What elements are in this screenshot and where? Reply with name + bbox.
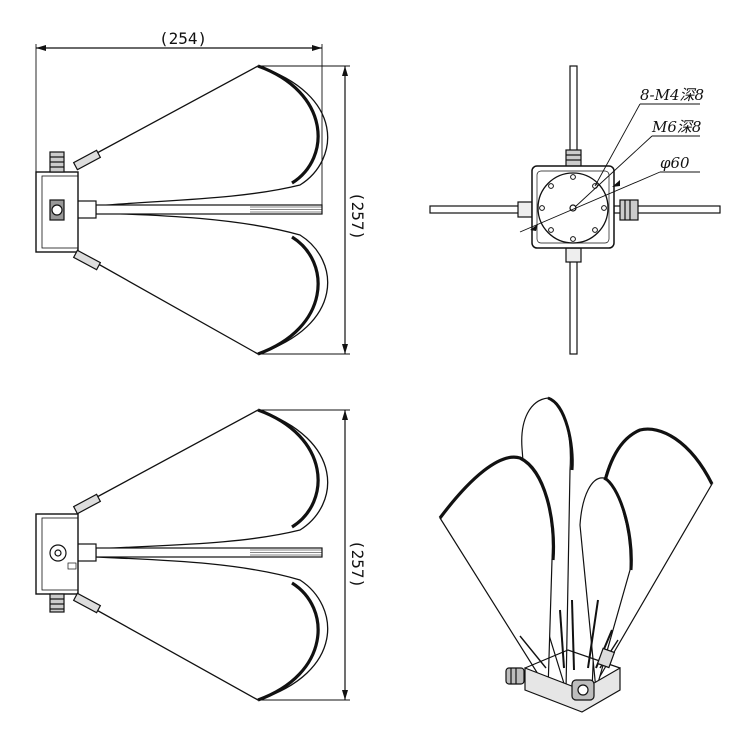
- lower-petal-bottom-view: [83, 556, 329, 701]
- arm-bottom: [569, 253, 578, 355]
- callout-center-thread: M6深8: [651, 118, 701, 136]
- arm-left: [429, 205, 533, 214]
- iso-connector-left: [505, 667, 525, 685]
- feed-rod-bottom: [71, 543, 323, 562]
- lower-connector: [49, 593, 65, 613]
- lower-petal: [83, 212, 329, 355]
- callout-flange-diameter: φ60: [660, 154, 690, 172]
- height-dim-label: (257): [348, 192, 367, 240]
- height-dimension-bottom: (257): [258, 409, 367, 701]
- feed-rod: [71, 200, 323, 219]
- height-dim-label-bottom: (257): [348, 540, 367, 588]
- callout-bolt-holes: 8-M4深8: [640, 86, 704, 104]
- width-dim-label: (254): [159, 29, 207, 48]
- iso-connector-front: [571, 679, 595, 701]
- side-view-top: (254) (257): [35, 29, 367, 356]
- mounting-block: [35, 171, 79, 253]
- upper-petal: [83, 65, 329, 207]
- isometric-view: [438, 396, 714, 713]
- upper-petal-bottom-view: [83, 409, 329, 550]
- side-view-bottom: (257): [35, 408, 367, 702]
- front-view: 8-M4深8 M6深8 φ60: [429, 65, 721, 355]
- bolt-holes: [539, 174, 607, 242]
- width-dimension: (254): [35, 29, 323, 205]
- height-dimension: (257): [258, 65, 367, 355]
- upper-connector: [49, 151, 65, 173]
- mounting-block-bottom: [35, 513, 79, 595]
- callout-leaders: [519, 103, 700, 233]
